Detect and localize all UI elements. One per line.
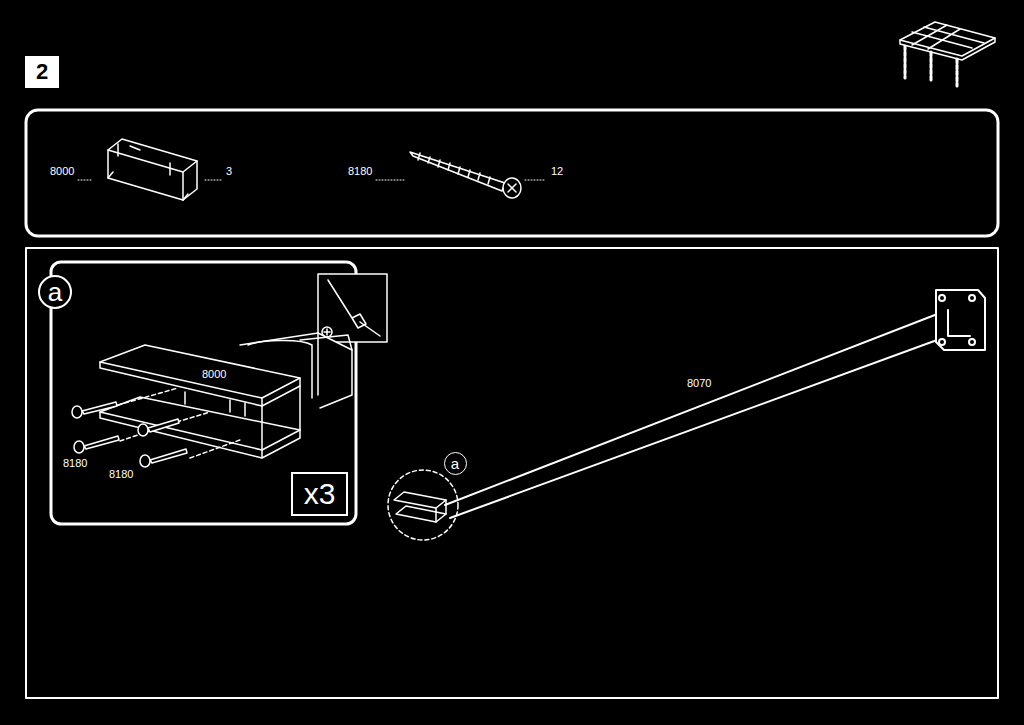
node-text: a <box>451 456 459 471</box>
node-text: 2 <box>36 61 48 83</box>
node-text: x3 <box>304 479 336 509</box>
part-number: 8180 <box>62 457 88 470</box>
node-text: a <box>48 279 62 305</box>
bracket-callout-detail <box>388 470 458 540</box>
detail-panel <box>51 262 356 524</box>
carport-thumbnail <box>900 22 995 86</box>
part-number: 8180 <box>108 468 134 481</box>
part-number: 8180 <box>347 165 373 178</box>
callout-letter: a <box>444 452 467 475</box>
detail-letter: a <box>38 275 72 309</box>
beam-8070 <box>445 290 985 518</box>
step-number: 2 <box>25 56 59 88</box>
step-panel <box>26 248 998 698</box>
screw-part-icon <box>410 152 521 198</box>
quantity: 12 <box>550 165 564 178</box>
quantity-box: x3 <box>291 472 348 516</box>
screw-detail <box>72 388 240 467</box>
bracket-part-icon <box>108 139 197 200</box>
part-number: 8000 <box>201 368 227 381</box>
part-number: 8000 <box>49 165 75 178</box>
parts-panel <box>26 110 998 236</box>
bracket-detail <box>100 345 300 458</box>
part-number: 8070 <box>686 377 712 390</box>
screwdriver-icon <box>318 274 387 342</box>
quantity: 3 <box>225 165 233 178</box>
